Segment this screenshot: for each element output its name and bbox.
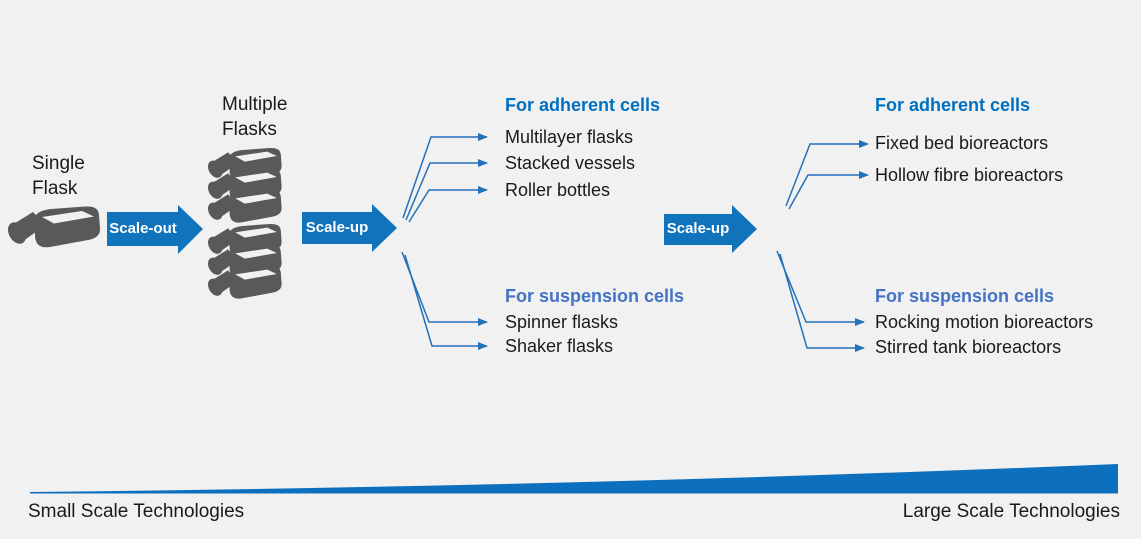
multiple-flasks-label-line2: Flasks [222,119,277,140]
multiple-flasks-label-line1: Multiple [222,94,288,115]
connector-stacked-vessels [405,159,488,221]
connector-shaker-flasks [404,254,488,350]
item-spinner-flasks: Spinner flasks [505,312,619,332]
item-multilayer-flasks: Multilayer flasks [505,127,634,147]
item-stacked-vessels: Stacked vessels [505,153,636,173]
item-hollow-fibre-bioreactors: Hollow fibre bioreactors [875,165,1064,185]
single-flask-icon [4,206,101,248]
scale-up-arrow-left [302,204,397,252]
scale-up-arrow-left-label: Scale-up [305,219,369,236]
item-stirred-tank-bioreactors: Stirred tank bioreactors [875,337,1062,357]
right-adherent-heading: For adherent cells [875,95,1031,115]
left-adherent-heading: For adherent cells [505,95,661,115]
connector-multilayer-flasks [402,133,488,219]
connector-hollow-fibre-bioreactors [788,171,869,210]
item-fixed-bed-bioreactors: Fixed bed bioreactors [875,133,1049,153]
item-rocking-motion-bioreactors: Rocking motion bioreactors [875,312,1094,332]
scale-up-arrow-right-label: Scale-up [666,220,730,237]
multiple-flasks-label: Multiple Flasks [222,92,287,142]
connector-fixed-bed-bioreactors [785,140,869,207]
item-shaker-flasks: Shaker flasks [505,336,614,356]
scale-out-arrow [107,205,203,254]
scale-up-arrow-right [664,205,757,253]
single-flask-label-line1: Single [32,153,85,174]
large-scale-technologies-label: Large Scale Technologies [902,501,1120,522]
small-scale-technologies-label: Small Scale Technologies [28,501,245,522]
scale-wedge [30,464,1118,494]
single-flask-label: Single Flask [32,151,85,201]
scale-out-arrow-label: Scale-out [109,220,177,237]
left-suspension-heading: For suspension cells [505,286,685,306]
multiple-flasks-icon [205,147,282,299]
item-roller-bottles: Roller bottles [505,180,611,200]
connector-stirred-tank-bioreactors [779,253,865,352]
connector-roller-bottles [408,186,488,223]
single-flask-label-line2: Flask [32,178,78,199]
right-suspension-heading: For suspension cells [875,286,1055,306]
